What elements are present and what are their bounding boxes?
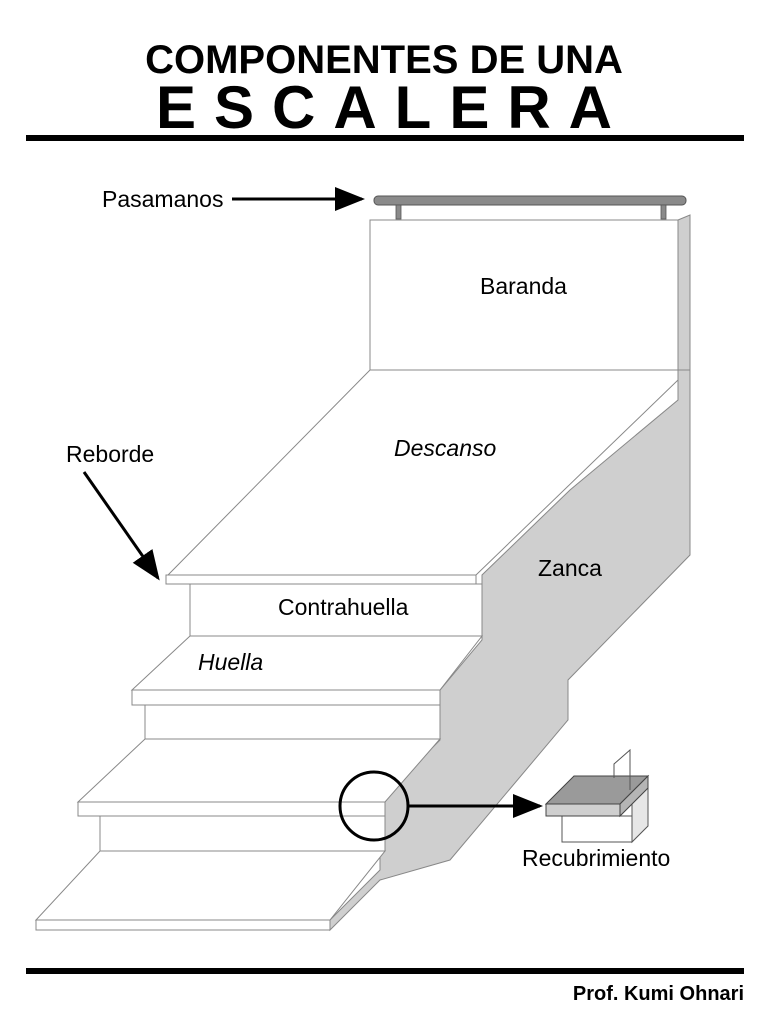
zanca-shade <box>677 214 691 371</box>
label-reborde: Reborde <box>66 441 154 467</box>
descanso-edge <box>165 574 477 585</box>
bottom-rule <box>26 968 744 974</box>
contrahuella-riser-1 <box>189 583 483 637</box>
huella-tread-2 <box>76 738 442 803</box>
title-line-2: ESCALERA <box>155 74 631 141</box>
label-recubrimiento: Recubrimiento <box>522 845 670 871</box>
huella-tread-1 <box>130 635 484 691</box>
contrahuella-riser-2 <box>144 704 441 740</box>
title-line-1: COMPONENTES DE UNA <box>145 38 623 82</box>
descanso-surface <box>166 369 679 576</box>
label-zanca: Zanca <box>538 555 602 581</box>
label-contrahuella: Contrahuella <box>278 594 409 620</box>
huella-tread-3 <box>34 850 387 921</box>
top-rule <box>26 135 744 141</box>
zanca-side <box>329 369 691 932</box>
pasamanos-rail <box>373 195 687 206</box>
huella-edge-3 <box>35 919 331 931</box>
rail-post-left <box>395 204 402 220</box>
rail-post-right <box>660 204 667 220</box>
huella-edge-1 <box>131 689 441 706</box>
label-pasamanos: Pasamanos <box>102 186 223 212</box>
label-descanso: Descanso <box>394 435 496 461</box>
contrahuella-riser-3 <box>99 815 386 852</box>
label-huella: Huella <box>198 649 263 675</box>
author-credit: Prof. Kumi Ohnari <box>572 983 744 1005</box>
detail-cut-line <box>613 748 631 790</box>
detail-tread-edge <box>545 803 621 817</box>
detail-tread-side <box>619 774 649 818</box>
label-baranda: Baranda <box>480 273 567 299</box>
reborde-arrow <box>82 471 160 581</box>
detail-riser-front <box>561 815 633 843</box>
